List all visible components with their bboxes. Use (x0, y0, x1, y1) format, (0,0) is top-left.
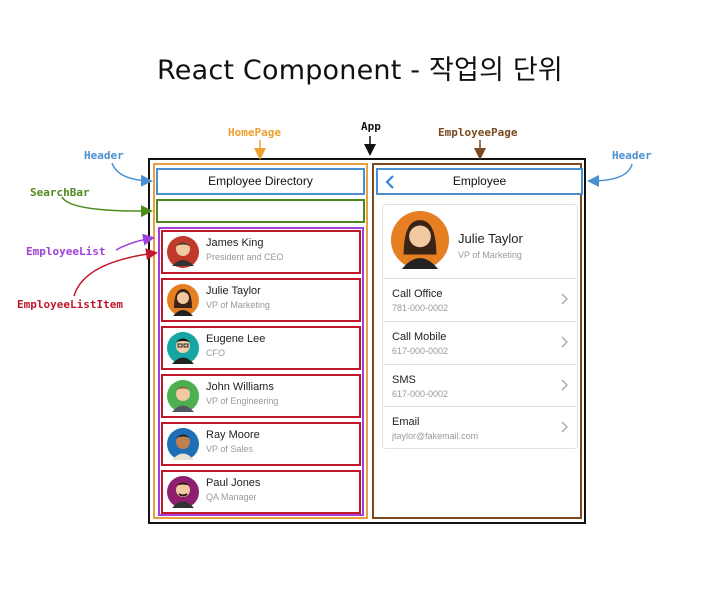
employee-list-item[interactable]: James King President and CEO (161, 230, 361, 274)
employee-name: Julie Taylor (206, 285, 261, 297)
contact-value: 781-000-0002 (392, 303, 449, 313)
contact-row-call-office[interactable]: Call Office 781-000-0002 (382, 278, 578, 321)
contact-value: 617-000-0002 (392, 389, 449, 399)
employee-list-item[interactable]: Julie Taylor VP of Marketing (161, 278, 361, 322)
label-homepage: HomePage (228, 126, 281, 139)
employeepage-frame (372, 163, 582, 519)
avatar-icon (167, 332, 199, 364)
slide-title: React Component - 작업의 단위 (157, 55, 563, 86)
avatar-icon (167, 236, 199, 268)
back-chevron-icon[interactable] (384, 174, 396, 190)
chevron-right-icon (561, 421, 568, 433)
avatar-icon (167, 476, 199, 508)
contact-value: jtaylor@fakemail.com (392, 431, 479, 441)
contact-label: Call Office (392, 288, 443, 300)
contact-row-sms[interactable]: SMS 617-000-0002 (382, 364, 578, 407)
employee-list-item[interactable]: Ray Moore VP of Sales (161, 422, 361, 466)
search-bar[interactable] (156, 199, 365, 223)
employee-title: QA Manager (206, 492, 257, 502)
employee-list-item[interactable]: Eugene Lee CFO (161, 326, 361, 370)
employee-name: James King (206, 237, 264, 249)
avatar-icon (391, 211, 449, 269)
employee-title: VP of Engineering (206, 396, 279, 406)
label-header-left: Header (84, 149, 124, 162)
label-header-right: Header (612, 149, 652, 162)
contact-label: Email (392, 416, 420, 428)
employee-title: VP of Sales (206, 444, 253, 454)
employee-list (158, 227, 364, 516)
employee-list-item[interactable]: Paul Jones QA Manager (161, 470, 361, 514)
chevron-right-icon (561, 336, 568, 348)
home-header: Employee Directory (156, 168, 365, 195)
employee-list-item[interactable]: John Williams VP of Engineering (161, 374, 361, 418)
contact-label: SMS (392, 374, 416, 386)
avatar-icon (167, 428, 199, 460)
employee-title: VP of Marketing (206, 300, 270, 310)
contact-row-call-mobile[interactable]: Call Mobile 617-000-0002 (382, 321, 578, 364)
chevron-right-icon (561, 293, 568, 305)
contact-value: 617-000-0002 (392, 346, 449, 356)
label-searchbar: SearchBar (30, 186, 90, 199)
employee-title: CFO (206, 348, 225, 358)
employee-header: Employee (376, 168, 583, 195)
detail-title: VP of Marketing (458, 250, 522, 260)
label-employeelistitem: EmployeeListItem (17, 298, 123, 311)
employee-title: President and CEO (206, 252, 284, 262)
employee-name: Paul Jones (206, 477, 261, 489)
employee-name: Ray Moore (206, 429, 260, 441)
detail-name: Julie Taylor (458, 231, 523, 246)
label-employeepage: EmployeePage (438, 126, 518, 139)
label-app: App (361, 120, 381, 133)
avatar-icon (167, 284, 199, 316)
contact-row-email[interactable]: Email jtaylor@fakemail.com (382, 406, 578, 449)
employee-name: John Williams (206, 381, 274, 393)
label-employeelist: EmployeeList (26, 245, 106, 258)
homepage-frame (153, 163, 368, 519)
contact-label: Call Mobile (392, 331, 447, 343)
employee-name: Eugene Lee (206, 333, 266, 345)
chevron-right-icon (561, 379, 568, 391)
avatar-icon (167, 380, 199, 412)
